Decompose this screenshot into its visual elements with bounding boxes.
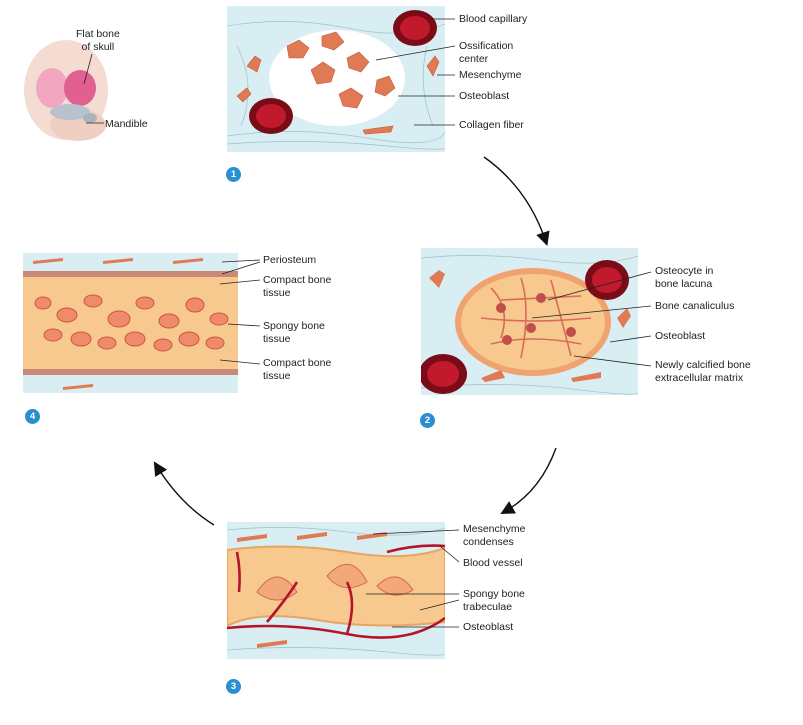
compact-top-line-1: Compact bone xyxy=(263,274,332,286)
periosteum-label: Periosteum xyxy=(263,254,317,266)
bone-canaliculus-label: Bone canaliculus xyxy=(655,300,735,312)
spongy-line-2: tissue xyxy=(263,332,291,345)
mesenchyme-label: Mesenchyme xyxy=(459,69,522,81)
flat-bone-label: Flat bone of skull xyxy=(76,28,120,53)
panel-step-1 xyxy=(227,6,445,152)
osteocyte-label: Osteocyte in bone lacuna xyxy=(655,265,713,290)
trabeculae-label: Spongy bone trabeculae xyxy=(463,588,525,613)
ossification-line-1: Ossification xyxy=(459,40,514,52)
ossification-center-illustration xyxy=(227,6,445,152)
ossification-center-label: Ossification center xyxy=(459,40,513,65)
mature-flat-bone-illustration xyxy=(23,253,238,393)
step-badge-2: 2 xyxy=(420,413,435,428)
calcified-matrix-illustration xyxy=(421,248,638,395)
step-badge-1: 1 xyxy=(226,167,241,182)
panel-step-4 xyxy=(23,253,238,393)
osteoblast-label-2: Osteoblast xyxy=(655,330,706,342)
osteocyte-line-2: bone lacuna xyxy=(655,277,713,290)
compact-bottom-line-2: tissue xyxy=(263,369,291,382)
step-badge-4: 4 xyxy=(25,409,40,424)
panel-step-2 xyxy=(421,248,638,395)
blood-vessel-label: Blood vessel xyxy=(463,557,523,569)
spongy-line-1: Spongy bone xyxy=(263,320,325,332)
trabeculae-line-2: trabeculae xyxy=(463,600,513,613)
compact-bottom-line-1: Compact bone xyxy=(263,357,332,369)
arrow-step2-to-step3 xyxy=(500,447,557,515)
arrow-step1-to-step2 xyxy=(483,156,550,246)
compact-bone-bottom-label: Compact bone tissue xyxy=(263,357,331,382)
matrix-line-1: Newly calcified bone xyxy=(655,359,751,371)
mesenchyme-condenses-label: Mesenchyme condenses xyxy=(463,523,525,548)
trabeculae-line-1: Spongy bone xyxy=(463,588,525,600)
spongy-bone-label: Spongy bone tissue xyxy=(263,320,325,345)
flat-bone-line-2: of skull xyxy=(81,40,115,53)
step-badge-3: 3 xyxy=(226,679,241,694)
compact-bone-top-label: Compact bone tissue xyxy=(263,274,331,299)
condenses-line-2: condenses xyxy=(463,535,514,548)
condenses-line-1: Mesenchyme xyxy=(463,523,526,535)
panel-step-3 xyxy=(227,522,445,659)
ossification-line-2: center xyxy=(459,52,489,65)
calcified-matrix-label: Newly calcified bone extracellular matri… xyxy=(655,359,751,384)
osteocyte-line-1: Osteocyte in xyxy=(655,265,714,277)
osteoblast-label-1: Osteoblast xyxy=(459,90,510,102)
matrix-line-2: extracellular matrix xyxy=(655,371,744,384)
trabeculae-illustration xyxy=(227,522,445,659)
arrow-step3-to-step4 xyxy=(153,461,215,526)
compact-top-line-2: tissue xyxy=(263,286,291,299)
blood-capillary-label: Blood capillary xyxy=(459,13,528,25)
mandible-label: Mandible xyxy=(105,118,148,130)
collagen-fiber-label: Collagen fiber xyxy=(459,119,524,131)
flat-bone-line-1: Flat bone xyxy=(76,28,120,40)
osteoblast-label-3: Osteoblast xyxy=(463,621,514,633)
